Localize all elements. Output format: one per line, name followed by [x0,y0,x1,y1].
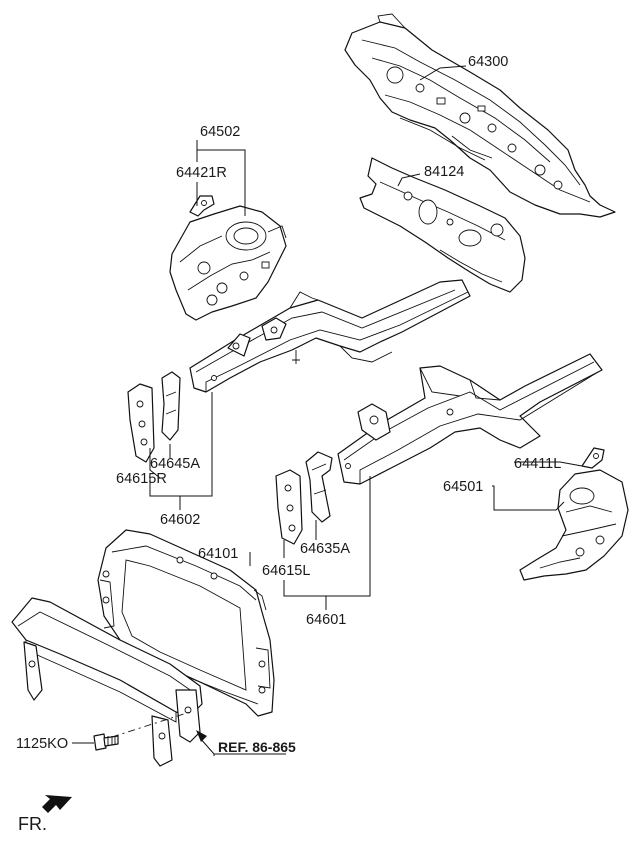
part-64300-dash-panel [344,13,616,218]
part-64501-fender-apron-lh [519,469,629,581]
front-direction-arrow-icon [42,795,72,813]
label-64602[interactable]: 64602 [160,512,200,528]
part-64421R-bracket [189,195,215,217]
label-64615L[interactable]: 64615L [262,563,310,579]
label-64501[interactable]: 64501 [443,479,483,495]
label-64421R[interactable]: 64421R [176,165,227,181]
part-64635A-bracket [305,451,333,523]
ref-pointer-arrow-icon [196,730,207,742]
label-ref-86-865[interactable]: REF. 86-865 [218,739,296,755]
label-64411L[interactable]: 64411L [514,456,561,472]
label-1125KO[interactable]: 1125KO [16,736,68,752]
part-64615L-bracket [275,469,303,545]
part-1125KO-bolt [93,733,119,751]
label-64502[interactable]: 64502 [200,124,240,140]
part-64411L-bracket [581,447,605,469]
part-bumper-beam [11,597,203,767]
part-64601-front-side-member-lh [337,353,603,485]
part-64645A-bracket [161,371,181,441]
label-64300[interactable]: 64300 [468,54,508,70]
part-64602-front-side-member-rh [189,279,471,393]
label-64615R[interactable]: 64615R [116,471,167,487]
part-84124-insulator [359,157,526,293]
label-64645A[interactable]: 64645A [150,456,200,472]
label-64601[interactable]: 64601 [306,612,346,628]
label-64101[interactable]: 64101 [198,546,238,562]
label-front: FR. [18,814,47,834]
label-84124[interactable]: 84124 [424,164,464,180]
part-64502-fender-apron [169,205,287,321]
label-64635A[interactable]: 64635A [300,541,350,557]
leader-lines [72,65,583,756]
